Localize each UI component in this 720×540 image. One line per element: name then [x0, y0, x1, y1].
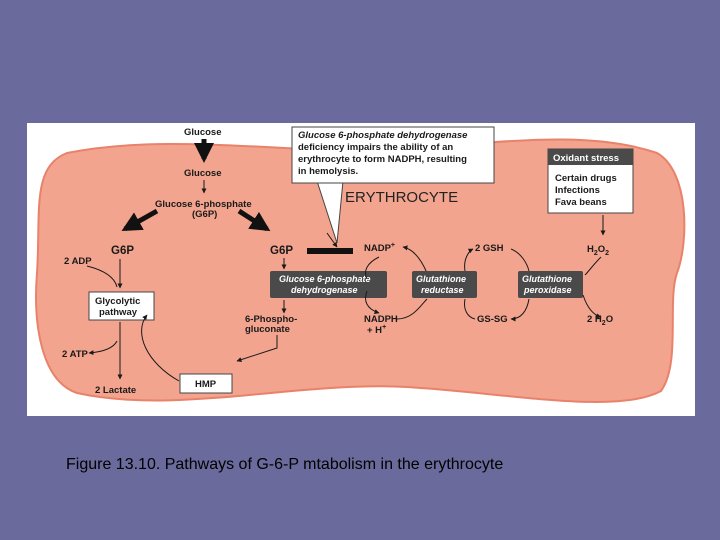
callout-line-4: in hemolysis. — [298, 166, 358, 177]
callout-box — [291, 126, 495, 184]
hmp-return-curve — [141, 314, 180, 382]
hmp-box — [179, 373, 233, 394]
to-glycolysis-arrow — [121, 208, 159, 232]
h2o-label: 2 H2O — [587, 314, 613, 327]
glutathione-peroxidase-label-1: Glutathione — [522, 274, 572, 284]
hmp-label: HMP — [195, 379, 217, 390]
glutathione-reductase-box — [412, 271, 477, 298]
reductase-to-gsh-curve — [464, 248, 474, 272]
oxidant-item-infections: Infections — [555, 185, 600, 196]
to-hmp-arrow — [237, 208, 271, 232]
pathway-figure: ERYTHROCYTE Glucose Glucose Glucose 6-ph… — [27, 123, 695, 416]
nadp-label: NADP+ — [364, 242, 395, 254]
peroxidase-to-gssg-curve — [510, 298, 530, 322]
nadp-curve — [365, 256, 380, 280]
figure-caption: Figure 13.10. Pathways of G-6-P mtabolis… — [66, 456, 504, 473]
lactate-label: 2 Lactate — [95, 385, 136, 396]
gssg-to-reductase-curve — [464, 298, 476, 320]
g6pd-enzyme-label-2: dehydrogenase — [291, 285, 358, 295]
adp-label: 2 ADP — [64, 256, 92, 267]
glycolytic-label-1: Glycolytic — [95, 296, 140, 307]
inhibition-bar — [307, 248, 353, 254]
adp-curve — [86, 265, 118, 288]
oxidant-stress-header — [548, 149, 633, 165]
glucose-outside-label: Glucose — [184, 127, 222, 138]
oxidant-item-fava: Fava beans — [555, 197, 607, 208]
glutathione-peroxidase-label-2: peroxidase — [523, 285, 572, 295]
nadph-label-2: + H+ — [367, 324, 386, 336]
nadph-curve — [365, 290, 380, 314]
nadph-label-1: NADPH — [364, 314, 398, 325]
nadph-to-reductase-arrow — [396, 298, 428, 320]
reductase-to-nadp-arrow — [402, 245, 428, 274]
glutathione-peroxidase-box — [518, 271, 583, 298]
atp-label: 2 ATP — [62, 349, 89, 360]
g6p-left-label: G6P — [111, 245, 134, 257]
gsh-label: 2 GSH — [475, 243, 504, 254]
g6p-central-label: Glucose 6-phosphate — [155, 199, 252, 210]
h2o2-label: H2O2 — [587, 244, 609, 257]
g6p-right-label: G6P — [270, 245, 293, 257]
glucose-inside-label: Glucose — [184, 168, 222, 179]
gsh-to-peroxidase-curve — [510, 248, 530, 272]
cell-label: ERYTHROCYTE — [345, 189, 458, 206]
phosphogluconate-label-1: 6-Phospho- — [245, 314, 297, 325]
glutathione-reductase-label-2: reductase — [421, 285, 464, 295]
g6pd-enzyme-label-1: Glucose 6-phosphate — [279, 274, 371, 284]
callout-line-1: Glucose 6-phosphate dehydrogenase — [298, 130, 468, 141]
phosphogluconate-label-2: gluconate — [245, 324, 290, 335]
g6pd-enzyme-box — [270, 271, 387, 298]
callout-arrow — [326, 232, 338, 248]
to-hmp-down-arrow — [236, 335, 278, 362]
glutathione-reductase-label-1: Glutathione — [416, 274, 466, 284]
h2o2-to-peroxidase-curve — [584, 256, 602, 276]
gssg-label: GS-SG — [477, 314, 508, 325]
oxidant-stress-title: Oxidant stress — [553, 153, 619, 164]
oxidant-item-drugs: Certain drugs — [555, 173, 617, 184]
glycolytic-label-2: pathway — [99, 307, 138, 318]
callout-line-2: deficiency impairs the ability of an — [298, 142, 453, 153]
atp-curve — [88, 340, 118, 356]
callout-line-3: erythrocyte to form NADPH, resulting — [298, 154, 467, 165]
g6p-abbrev-label: (G6P) — [192, 209, 217, 220]
peroxidase-to-h2o-curve — [582, 294, 602, 319]
